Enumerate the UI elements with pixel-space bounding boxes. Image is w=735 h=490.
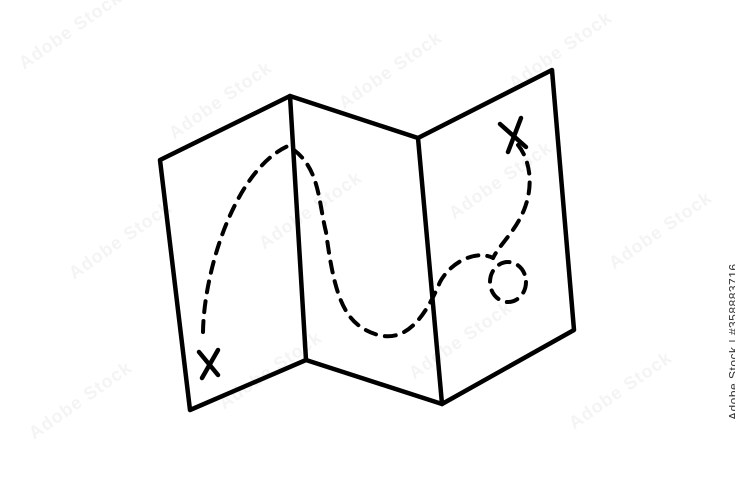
map-left-panel bbox=[157, 93, 309, 413]
dashed-circle-icon bbox=[488, 260, 528, 304]
map-middle-panel bbox=[287, 93, 445, 407]
map-right-panel bbox=[415, 67, 577, 407]
dashed-route bbox=[201, 143, 495, 339]
x-mark-icon bbox=[196, 347, 221, 381]
x-mark-icon bbox=[497, 115, 529, 155]
dashed-route-upper bbox=[491, 143, 532, 260]
stock-id-label: Adobe Stock | #358883716 bbox=[727, 263, 735, 420]
